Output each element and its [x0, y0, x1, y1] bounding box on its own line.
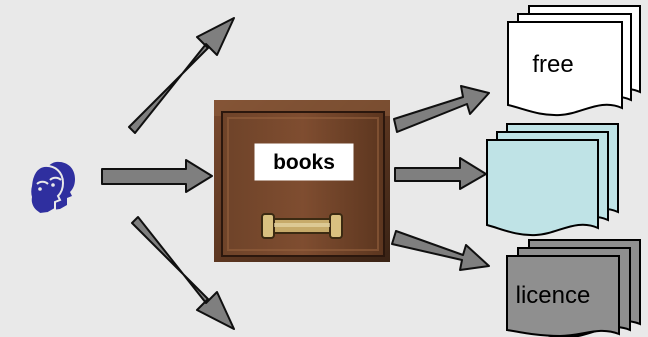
arrow-to-free [394, 86, 489, 132]
document-label-licence: licence [516, 282, 591, 309]
arrow-to-drawer [102, 160, 212, 192]
arrow-to-middle [395, 158, 486, 189]
document-stack-free: free [508, 6, 640, 115]
drawer-label: books [273, 151, 335, 174]
document-stack-licence: licence [503, 240, 640, 337]
arrow-to-licence [392, 231, 489, 270]
document-stack-middle [487, 124, 618, 235]
drawer-icon: books [214, 100, 390, 262]
people-icon [30, 162, 75, 214]
document-label-free: free [532, 51, 573, 78]
